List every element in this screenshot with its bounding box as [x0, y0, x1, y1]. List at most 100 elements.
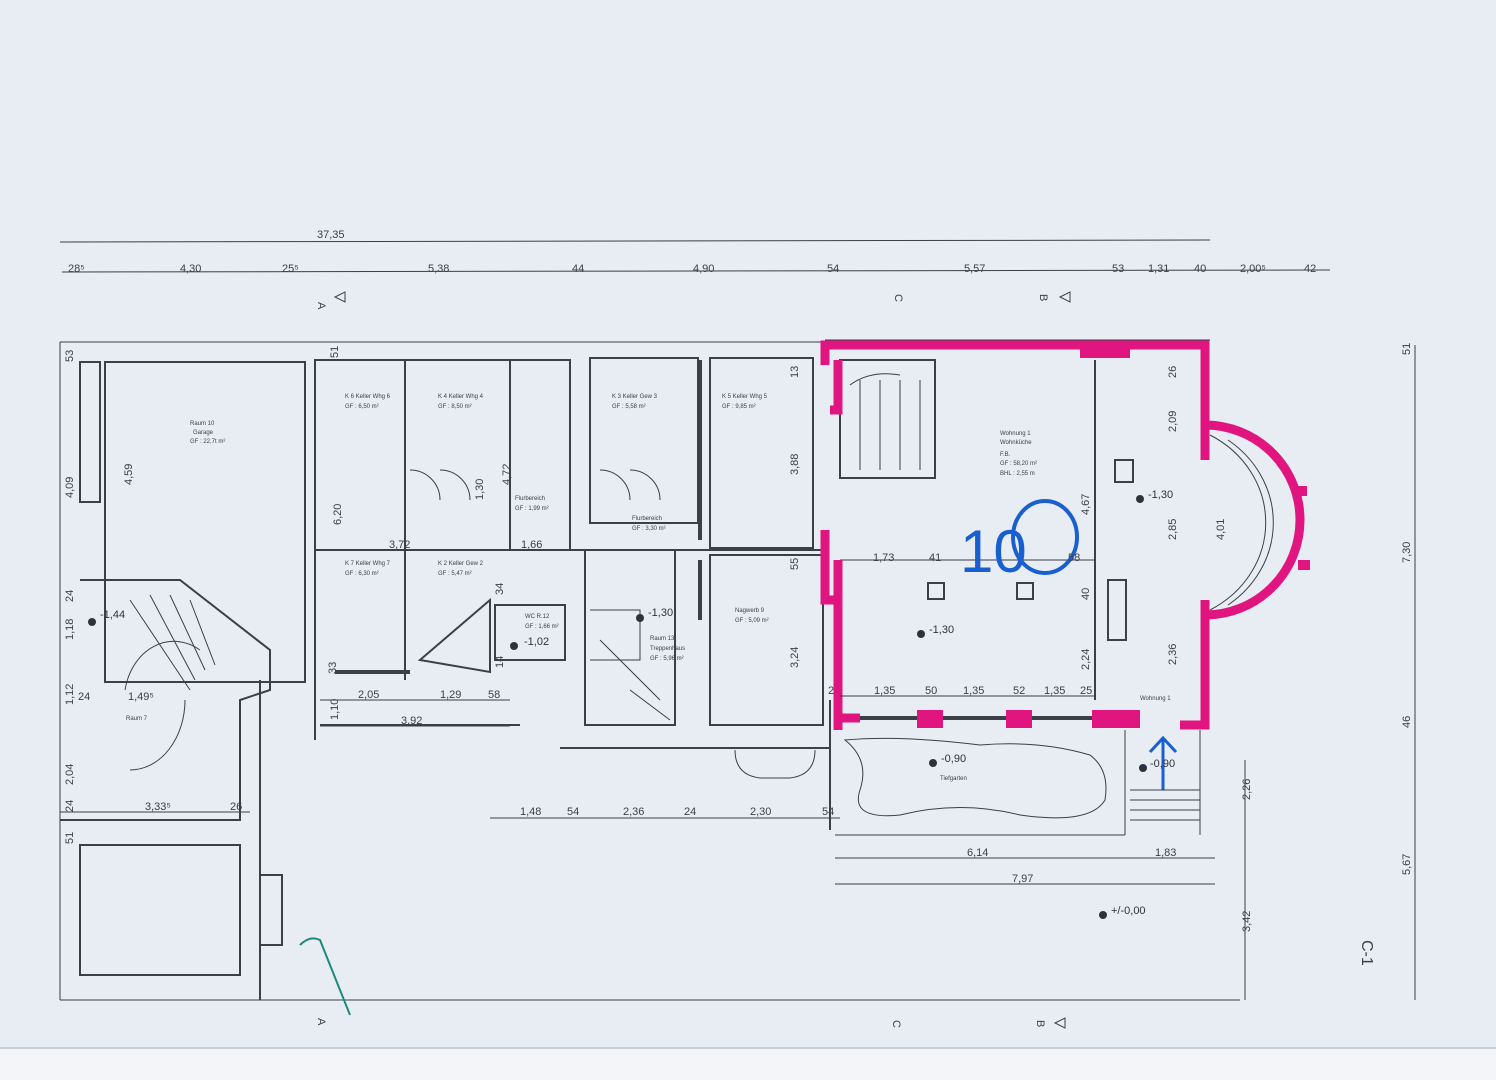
room-area: GF : 9,85 m² [722, 404, 756, 410]
dim-right: 2,26 [1241, 779, 1253, 800]
dim-top: 53 [1112, 263, 1124, 275]
room-labels: Raum 10 Garage GF : 22,7t m² K 6 Keller … [126, 394, 1171, 782]
level-marker: -1,30 [929, 624, 954, 636]
dim-inner: 1,29 [440, 689, 461, 701]
dim-inner: 26 [1167, 366, 1179, 378]
dim-inner: 34 [494, 583, 506, 595]
dim-top: 25⁵ [282, 263, 299, 275]
room-area: GF : 3,30 m² [632, 526, 666, 532]
dim-inner: 1,18 [64, 619, 76, 640]
section-mark-a-bottom: A [315, 1018, 327, 1026]
dim-top: 4,90 [693, 263, 714, 275]
dim-inner: 2,36 [1167, 644, 1179, 665]
level-marker: +/-0,00 [1111, 905, 1146, 917]
dim-right: 5,67 [1401, 854, 1413, 875]
dim-top: 1,31 [1148, 263, 1169, 275]
room-name: K 4 Keller Whg 4 [438, 394, 484, 400]
dim-inner: 24 [64, 590, 76, 602]
dim-right: 51 [1401, 343, 1413, 355]
room-name: K 7 Keller Whg 7 [345, 561, 391, 567]
dim-inner: 50 [925, 685, 937, 697]
building-walls [59, 341, 1240, 1001]
dim-top: 42 [1304, 263, 1316, 275]
room-name: Raum 7 [126, 716, 148, 722]
room-name: Flurbereich [632, 516, 662, 522]
dim-inner: 4,09 [64, 477, 76, 498]
room-name: K 2 Keller Gew 2 [438, 561, 484, 567]
level-marker: -1,30 [1148, 489, 1173, 501]
dim-inner: 40 [1080, 588, 1092, 600]
room-area: GF : 58,20 m² [1000, 461, 1037, 467]
apartment-1: 10 [820, 339, 1310, 790]
dim-inner: 2 [828, 685, 834, 697]
dim-inner: 55 [789, 558, 801, 570]
dim-inner: 3,72 [389, 539, 410, 551]
dim-inner: 25 [1080, 685, 1092, 697]
entry-label: Wohnung 1 [1140, 696, 1171, 702]
dim-bottom: 54 [567, 806, 579, 818]
dim-top: 54 [827, 263, 839, 275]
section-mark-c-bottom: C [890, 1020, 902, 1028]
dim-inner: 1,35 [963, 685, 984, 697]
room-area: GF : 6,50 m² [345, 404, 379, 410]
level-markers: -1,44 -1,30 -1,02 -1,30 -1,30 -0,90 -0,9… [88, 489, 1175, 919]
dim-total: 37,35 [317, 229, 345, 241]
dim-bottom: 54 [822, 806, 834, 818]
section-label-c1: C-1 [1358, 940, 1375, 966]
dim-inner: 4,67 [1080, 494, 1092, 515]
room-area: GF : 8,50 m² [438, 404, 472, 410]
room-area: GF : 5,47 m² [438, 571, 472, 577]
room-area: GF : 5,09 m² [735, 618, 769, 624]
pen-stroke [299, 937, 351, 1016]
section-markers: A C B A C B [315, 291, 1071, 1029]
dim-inner: 33 [327, 662, 339, 674]
room-name: Nagwerb 9 [735, 608, 765, 614]
room-name: K 5 Keller Whg 5 [722, 394, 768, 400]
dim-inner: 58 [1068, 552, 1080, 564]
dim-inner: 2,09 [1167, 411, 1179, 432]
dim-inner: 3,24 [789, 647, 801, 668]
dim-inner: 1,10 [329, 699, 341, 720]
dim-inner: 24 [64, 800, 76, 812]
room-name: Flurbereich [515, 496, 545, 502]
room-area: GF : 22,7t m² [190, 439, 225, 445]
dim-top: 28⁵ [68, 263, 85, 275]
dim-inner: 1,12 [64, 684, 76, 705]
dim-inner: 26 [230, 801, 242, 813]
room-area: GF : 5,58 m² [612, 404, 646, 410]
dim-inner: 1,73 [873, 552, 894, 564]
dim-inner: 3,33⁵ [145, 801, 171, 813]
room-height: BHL : 2,55 m [1000, 471, 1035, 477]
dim-inner: 4,72 [501, 464, 513, 485]
dim-inner: 51 [64, 832, 76, 844]
dim-inner: 2,24 [1080, 649, 1092, 670]
dim-inner: 14 [494, 656, 506, 668]
dim-right: 7,30 [1401, 542, 1413, 563]
dim-bottom: 2,36 [623, 806, 644, 818]
section-mark-a: A [315, 302, 327, 310]
level-marker: -1,02 [524, 636, 549, 648]
inner-dimensions: 4,59 4,09 6,20 4,72 1,30 3,88 55 3,24 13… [60, 346, 1227, 844]
dim-inner: 1,35 [1044, 685, 1065, 697]
dim-inner: 3,92 [401, 715, 422, 727]
room-name: Wohnung 1 [1000, 431, 1031, 437]
garden-label: Tiefgarten [940, 776, 967, 782]
garden-area [835, 730, 1201, 836]
dim-inner: 41 [929, 552, 941, 564]
dim-bottom: 7,97 [1012, 873, 1033, 885]
section-mark-b: B [1037, 294, 1049, 301]
dim-top: 40 [1194, 263, 1206, 275]
dim-inner: 1,35 [874, 685, 895, 697]
dim-top: 2,00⁵ [1240, 263, 1266, 275]
dim-inner: 6,20 [332, 504, 344, 525]
room-subtitle: Treppenhaus [650, 646, 685, 652]
right-dimension-chain: 51 7,30 46 2,26 5,67 3,42 C-1 [1241, 343, 1416, 1000]
dim-inner: 53 [64, 350, 76, 362]
dim-bottom: 1,83 [1155, 847, 1176, 859]
dim-inner: 52 [1013, 685, 1025, 697]
dim-inner: 13 [789, 366, 801, 378]
bottom-dimension-chain: 1,48 54 2,36 24 2,30 54 6,14 1,83 7,97 [490, 806, 1215, 885]
dim-inner: 1,66 [521, 539, 542, 551]
